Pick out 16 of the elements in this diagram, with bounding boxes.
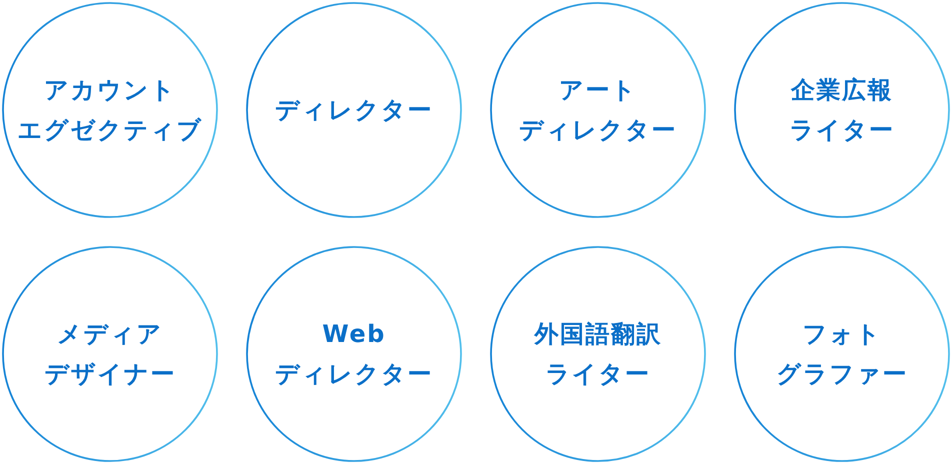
role-label: 外国語翻訳ライター <box>534 319 662 390</box>
role-circle <box>2 2 218 218</box>
role-circle <box>734 246 950 462</box>
role-circle <box>490 2 706 218</box>
role-circle <box>2 246 218 462</box>
role-label: アカウントエグゼクティブ <box>17 75 203 146</box>
role-circle <box>246 2 462 218</box>
role-label: Webディレクター <box>275 319 433 390</box>
role-circle <box>490 246 706 462</box>
role-circle <box>246 246 462 462</box>
role-label: ディレクター <box>275 95 433 126</box>
role-label: アートディレクター <box>519 75 677 146</box>
role-label: メディアデザイナー <box>44 319 176 390</box>
role-circle <box>734 2 950 218</box>
role-label: 企業広報ライター <box>790 75 894 146</box>
role-label: フォトグラファー <box>776 319 908 390</box>
